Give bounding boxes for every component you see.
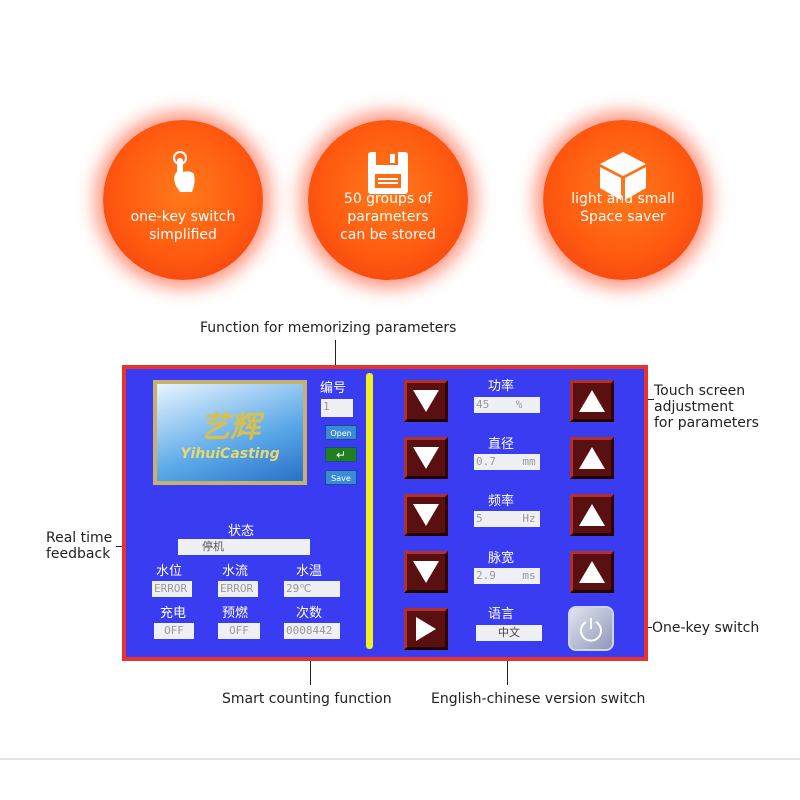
language-switch-button[interactable] bbox=[404, 608, 448, 650]
frequency-label: 频率 bbox=[488, 494, 515, 509]
power-button[interactable] bbox=[568, 606, 614, 651]
annotation-line: Real time bbox=[46, 530, 113, 546]
annotation-line: feedback bbox=[46, 546, 111, 562]
arrow-down-icon bbox=[413, 561, 439, 583]
preburn-value: OFF bbox=[218, 623, 260, 639]
charge-value: OFF bbox=[154, 623, 194, 639]
enter-icon: ↵ bbox=[335, 448, 347, 462]
water-level-label: 水位 bbox=[156, 564, 183, 579]
arrow-up-icon bbox=[579, 447, 605, 469]
enter-button[interactable]: ↵ bbox=[325, 447, 357, 462]
feature-text: light and small bbox=[571, 191, 675, 207]
charge-label: 充电 bbox=[160, 606, 187, 621]
logo-en: YihuiCasting bbox=[180, 446, 280, 462]
pulse-width-decrease-button[interactable] bbox=[404, 551, 448, 593]
water-temp-label: 水温 bbox=[296, 564, 323, 579]
arrow-up-icon bbox=[579, 561, 605, 583]
frequency-value: 5 Hz bbox=[474, 511, 540, 527]
logo-image: 艺辉 YihuiCasting bbox=[153, 380, 307, 485]
feature-text: can be stored bbox=[340, 227, 436, 243]
touch-finger-icon bbox=[173, 151, 195, 192]
frequency-decrease-button[interactable] bbox=[404, 494, 448, 536]
feature-text: one-key switch bbox=[130, 209, 236, 225]
annotation-onekey: One-key switch bbox=[652, 620, 760, 636]
diameter-increase-button[interactable] bbox=[570, 437, 614, 479]
diameter-decrease-button[interactable] bbox=[404, 437, 448, 479]
frequency-increase-button[interactable] bbox=[570, 494, 614, 536]
diameter-value: 0.7 mm bbox=[474, 454, 540, 470]
language-value: 中文 bbox=[476, 625, 542, 641]
annotation-counting: Smart counting function bbox=[222, 691, 392, 707]
annotation-language: English-chinese version switch bbox=[431, 691, 646, 707]
feature-parameters: 50 groups of parameters can be stored bbox=[308, 120, 468, 280]
feature-text: Space saver bbox=[580, 209, 666, 225]
power-value: 45 % bbox=[474, 397, 540, 413]
arrow-down-icon bbox=[413, 390, 439, 412]
save-button[interactable]: Save bbox=[325, 470, 357, 485]
water-level-value: ERROR bbox=[152, 581, 192, 597]
water-flow-value: ERROR bbox=[218, 581, 258, 597]
water-flow-label: 水流 bbox=[222, 564, 249, 579]
status-value: 停机 bbox=[178, 539, 310, 555]
annotation-line: adjustment bbox=[654, 399, 734, 415]
feature-one-key: one-key switch simplified bbox=[103, 120, 263, 280]
power-icon bbox=[580, 617, 602, 642]
logo-cn: 艺辉 bbox=[200, 410, 260, 445]
arrow-up-icon bbox=[579, 504, 605, 526]
feature-text: 50 groups of bbox=[343, 191, 433, 207]
cube-icon bbox=[600, 152, 646, 200]
pulse-width-increase-button[interactable] bbox=[570, 551, 614, 593]
arrow-down-icon bbox=[413, 504, 439, 526]
power-label: 功率 bbox=[488, 379, 515, 394]
annotation-memorize: Function for memorizing parameters bbox=[200, 320, 457, 336]
power-decrease-button[interactable] bbox=[404, 380, 448, 422]
pulse-width-label: 脉宽 bbox=[488, 551, 515, 566]
pulse-width-value: 2.9 ms bbox=[474, 568, 540, 584]
bottom-divider bbox=[0, 758, 800, 760]
status-label: 状态 bbox=[228, 524, 255, 539]
annotation-line: Touch screen bbox=[654, 383, 746, 399]
annotation-line: for parameters bbox=[654, 415, 759, 431]
diameter-label: 直径 bbox=[488, 437, 515, 452]
preburn-label: 预燃 bbox=[222, 606, 249, 621]
progress-bar-yellow bbox=[366, 373, 373, 649]
arrow-right-icon bbox=[416, 617, 436, 641]
feature-text: parameters bbox=[347, 209, 429, 225]
touch-panel: 艺辉 YihuiCasting 编号 1 Open ↵ Save 状态 停机 水… bbox=[122, 365, 648, 661]
open-button[interactable]: Open bbox=[325, 425, 357, 440]
floppy-disk-icon bbox=[368, 152, 408, 194]
arrow-up-icon bbox=[579, 390, 605, 412]
number-input[interactable]: 1 bbox=[321, 399, 353, 417]
count-value: 0008442 bbox=[284, 623, 340, 639]
feature-text: simplified bbox=[149, 227, 217, 243]
power-increase-button[interactable] bbox=[570, 380, 614, 422]
count-label: 次数 bbox=[296, 606, 323, 621]
language-label: 语言 bbox=[488, 607, 515, 622]
number-label: 编号 bbox=[320, 381, 347, 396]
arrow-down-icon bbox=[413, 447, 439, 469]
water-temp-value: 29℃ bbox=[284, 581, 340, 597]
